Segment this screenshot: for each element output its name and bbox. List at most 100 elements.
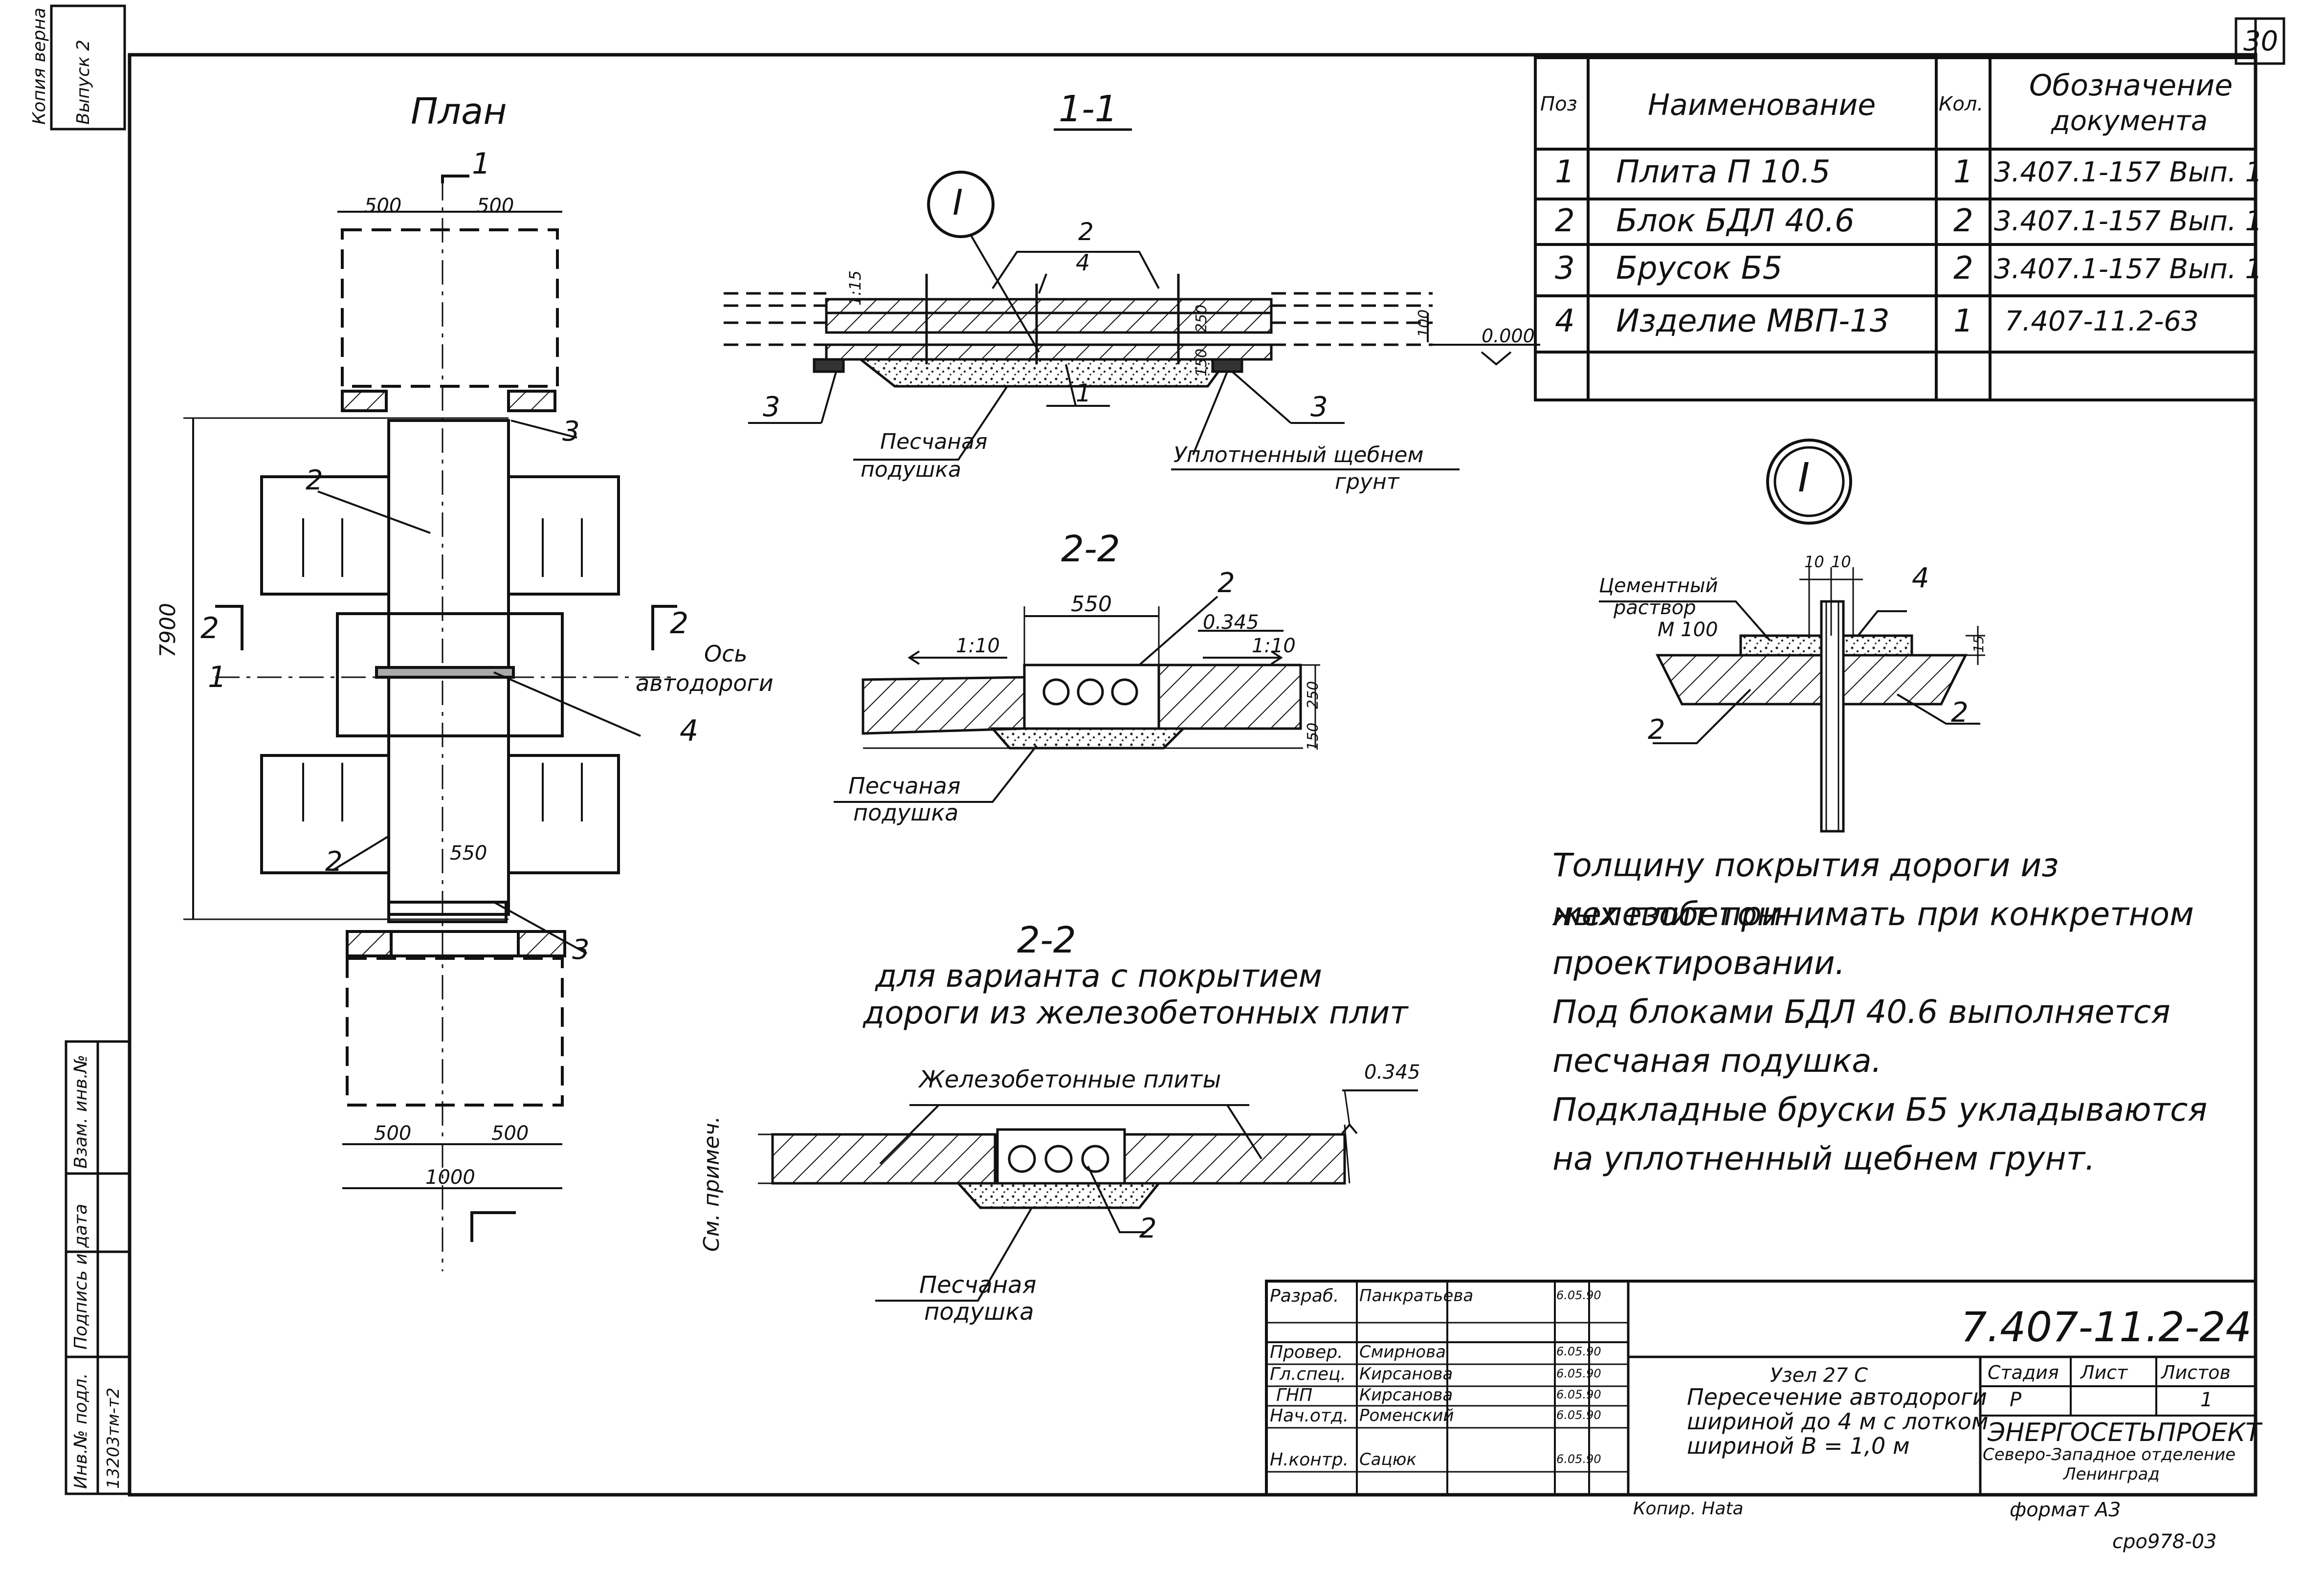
sheet-stamp-bottom: сро978-03 xyxy=(2112,1530,2217,1553)
detail-dim-15: 15 xyxy=(1970,635,1987,653)
sheet-number: 30 xyxy=(2243,25,2279,57)
note-line-5: песчаная подушка. xyxy=(1552,1042,1882,1080)
tb-org-3: Ленинград xyxy=(2063,1464,2160,1484)
s22-dim-550: 550 xyxy=(1071,592,1112,617)
s22b-pos-2: 2 xyxy=(1139,1213,1157,1244)
spec-row-1-name: Плита П 10.5 xyxy=(1616,154,1831,190)
s22-dim-150: 150 xyxy=(1305,722,1322,751)
tb-stage-header: Стадия xyxy=(1988,1362,2059,1383)
section-2-2-variant xyxy=(758,1089,1418,1302)
tb-name-4: Кирсанова xyxy=(1359,1385,1453,1405)
detail-marker: I xyxy=(1798,455,1810,501)
note-line-3: проектировании. xyxy=(1552,944,1845,982)
detail-dim-10-a: 10 xyxy=(1804,553,1824,571)
plan-dim-500-a: 500 xyxy=(364,195,402,217)
s22b-sand-2: подушка xyxy=(924,1298,1034,1326)
s11-slope: 1:15 xyxy=(846,270,864,306)
note-line-2: ных плит принимать при конкретном xyxy=(1552,895,2194,933)
tb-date-4: 6.05.90 xyxy=(1556,1388,1601,1401)
s11-level: 0.000 xyxy=(1482,325,1535,347)
plan-dim-500-c: 500 xyxy=(374,1122,412,1145)
tb-role-4: ГНП xyxy=(1276,1385,1313,1405)
strip-primen: См. примеч. xyxy=(699,1116,724,1252)
tb-date-3: 6.05.90 xyxy=(1556,1367,1601,1380)
s11-gravel-2: грунт xyxy=(1335,469,1399,494)
spec-row-3-pos: 3 xyxy=(1555,250,1575,287)
spec-row-1-pos: 1 xyxy=(1555,154,1575,190)
section-2-2b-subtitle-1: для варианта с покрытием xyxy=(875,958,1322,995)
spec-row-2-qty: 2 xyxy=(1953,203,1973,239)
s11-pos-4: 4 xyxy=(1076,249,1090,276)
tb-title-1: Узел 27 С xyxy=(1770,1364,1868,1387)
spec-header-doc-1: Обозначение xyxy=(2029,68,2233,103)
s11-pos-3-left: 3 xyxy=(763,391,780,423)
spec-header-doc-2: документа xyxy=(2051,105,2208,137)
detail-I xyxy=(1599,439,1985,833)
detail-mortar-3: М 100 xyxy=(1658,619,1718,641)
tb-name-5: Роменский xyxy=(1359,1406,1454,1425)
note-line-1: Толщину покрытия дороги из железобетон- xyxy=(1552,846,2059,933)
plan-pos-3-top: 3 xyxy=(562,416,580,447)
tb-name-2: Смирнова xyxy=(1359,1342,1446,1362)
spec-row-3-name: Брусок Б5 xyxy=(1616,250,1783,287)
note-line-4: Под блоками БДЛ 40.6 выполняется xyxy=(1552,993,2170,1031)
plan-pos-2-top: 2 xyxy=(306,465,323,496)
s11-pos-3-right: 3 xyxy=(1310,391,1328,423)
s22b-plates: Железобетонные плиты xyxy=(919,1066,1221,1093)
spec-row-2-doc: 3.407.1-157 Вып. 1 xyxy=(1994,205,2263,237)
tb-title-4: шириной В = 1,0 м xyxy=(1687,1433,1910,1459)
tb-sheets-header: Листов xyxy=(2161,1362,2231,1383)
s22-pos-2: 2 xyxy=(1217,567,1235,599)
title-block-grid xyxy=(1265,1280,2257,1496)
copied-by: Копир. Наta xyxy=(1633,1499,1744,1519)
spec-row-1-doc: 3.407.1-157 Вып. 1 xyxy=(1994,156,2263,188)
section-2-2 xyxy=(834,596,1320,803)
tb-title-3: шириной до 4 м с лотком xyxy=(1687,1408,1989,1435)
s11-pos-1: 1 xyxy=(1076,379,1091,407)
spec-row-4-doc: 7.407-11.2-63 xyxy=(2005,306,2199,337)
s11-gravel-1: Уплотненный щебнем xyxy=(1173,443,1424,467)
tb-role-2: Провер. xyxy=(1270,1342,1343,1362)
plan-pos-4: 4 xyxy=(680,714,699,748)
spec-row-2-pos: 2 xyxy=(1555,203,1575,239)
detail-mortar-2: раствор xyxy=(1614,597,1696,619)
section-1-1 xyxy=(724,128,1540,470)
tb-date-2: 6.05.90 xyxy=(1556,1345,1601,1358)
tb-title-2: Пересечение автодороги xyxy=(1687,1384,1987,1410)
plan-dim-1000: 1000 xyxy=(425,1166,475,1189)
detail-mortar-1: Цементный xyxy=(1599,575,1718,597)
section-1-1-title: 1-1 xyxy=(1059,88,1118,130)
tb-date-5: 6.05.90 xyxy=(1556,1408,1601,1422)
section-2-2-title: 2-2 xyxy=(1061,528,1120,570)
strip-inv-label: Инв.№ подл. xyxy=(71,1373,91,1489)
spec-header-qty: Кол. xyxy=(1939,93,1984,115)
s22b-level: 0.345 xyxy=(1364,1061,1420,1084)
tb-doc-number: 7.407-11.2-24 xyxy=(1961,1303,2252,1351)
strip-sign-label: Подпись и дата xyxy=(71,1203,91,1350)
spec-row-1-qty: 1 xyxy=(1953,154,1973,190)
tb-name-3: Кирсанова xyxy=(1359,1364,1453,1384)
s22-slope-right: 1:10 xyxy=(1252,635,1296,657)
note-line-6: Подкладные бруски Б5 укладываются xyxy=(1552,1091,2208,1129)
plan-pos-3-bottom: 3 xyxy=(572,934,590,966)
tb-date-1: 6.05.90 xyxy=(1556,1288,1601,1302)
spec-row-4-name: Изделие МВП-13 xyxy=(1616,303,1890,339)
notes-block: Толщину покрытия дороги из железобетон- … xyxy=(1552,841,2302,1183)
plan-cut-2-left: 2 xyxy=(200,611,220,645)
plan-axis-label-2: автодороги xyxy=(636,670,774,696)
plan-title: План xyxy=(411,90,507,133)
spec-row-3-doc: 3.407.1-157 Вып. 1 xyxy=(1994,253,2263,285)
spec-header-pos: Поз xyxy=(1540,93,1577,115)
plan-view xyxy=(183,175,677,1271)
section-1-1-detail-marker: I xyxy=(952,182,963,223)
strip-issue: Выпуск 2 xyxy=(73,40,93,125)
tb-name-6: Сацюк xyxy=(1359,1450,1417,1469)
spec-row-2-name: Блок БДЛ 40.6 xyxy=(1616,203,1855,239)
s11-sand-1: Песчаная xyxy=(880,429,988,454)
plan-cut-1-top: 1 xyxy=(472,147,491,181)
s22-sand-2: подушка xyxy=(853,799,959,826)
s22-sand-1: Песчаная xyxy=(848,773,961,799)
left-strip xyxy=(50,4,131,1495)
plan-dim-500-b: 500 xyxy=(477,195,514,217)
